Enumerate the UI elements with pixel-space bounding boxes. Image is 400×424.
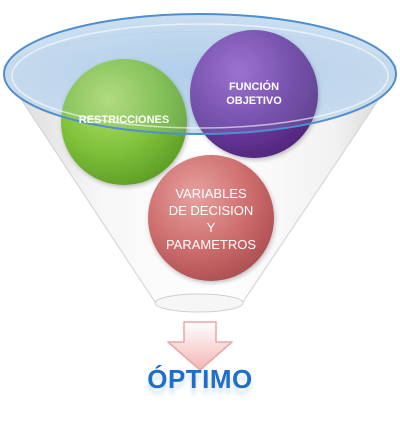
funcion-objetivo-circle [190,30,318,158]
funnel-spout [154,293,244,313]
restricciones-label: RESTRICCIONES [78,114,170,126]
restricciones-circle [61,59,187,185]
variables-circle [148,155,274,281]
optimo-label: ÓPTIMO [147,364,253,394]
funnel-rim-overlay [4,14,396,134]
funnel-rim-outline [3,13,397,135]
funcion-objetivo-label: FUNCIÓN OBJETIVO [226,81,282,107]
down-arrow-icon [167,321,233,371]
variables-label: VARIABLES DE DECISION Y PARAMETROS [165,186,257,252]
funnel-rim-inner-outline [11,23,389,129]
